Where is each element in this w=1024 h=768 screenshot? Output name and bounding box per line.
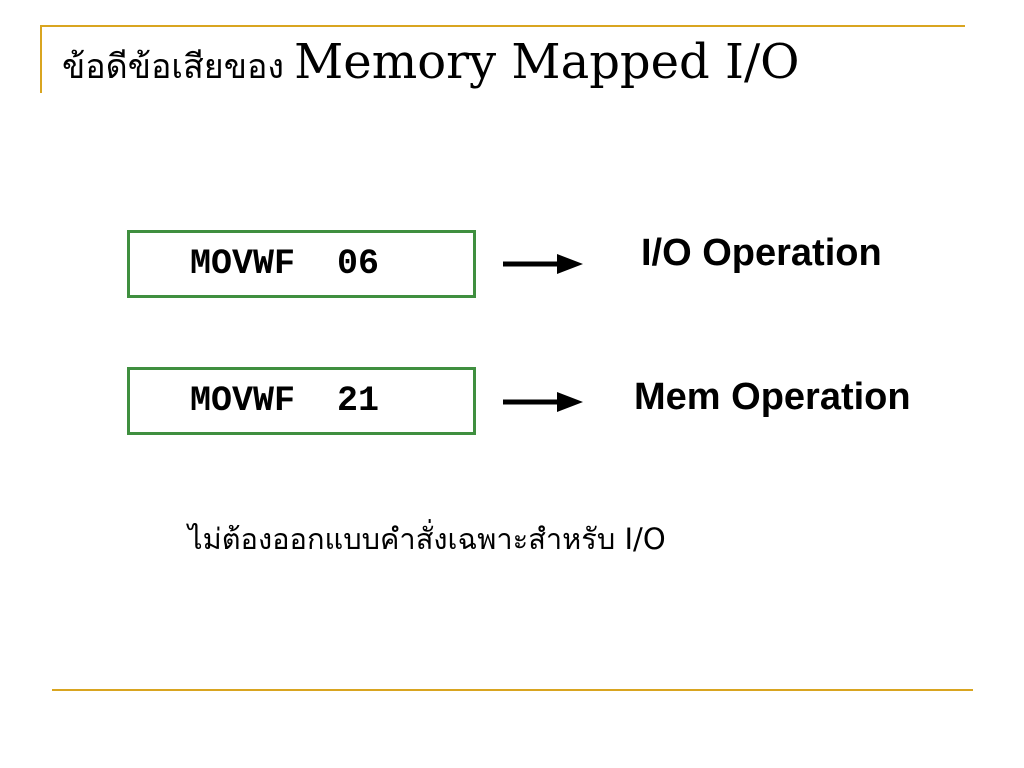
top-decorative-rule [40, 25, 965, 27]
right-arrow-icon [503, 392, 583, 412]
operation-label-1: I/O Operation [641, 232, 882, 274]
bottom-decorative-rule [52, 689, 973, 691]
instruction-box-1: MOVWF 06 [127, 230, 476, 298]
instruction-box-2: MOVWF 21 [127, 367, 476, 435]
title-thai-part: ข้อดีข้อเสียของ [62, 47, 284, 87]
right-arrow-icon [503, 254, 583, 274]
left-decorative-rule [40, 25, 42, 93]
slide-title: ข้อดีข้อเสียของ Memory Mapped I/O [62, 38, 800, 86]
advantage-note: ไม่ต้องออกแบบคำสั่งเฉพาะสำหรับ I/O [188, 522, 666, 556]
operation-label-2: Mem Operation [634, 376, 911, 418]
title-english-part: Memory Mapped I/O [294, 34, 800, 90]
